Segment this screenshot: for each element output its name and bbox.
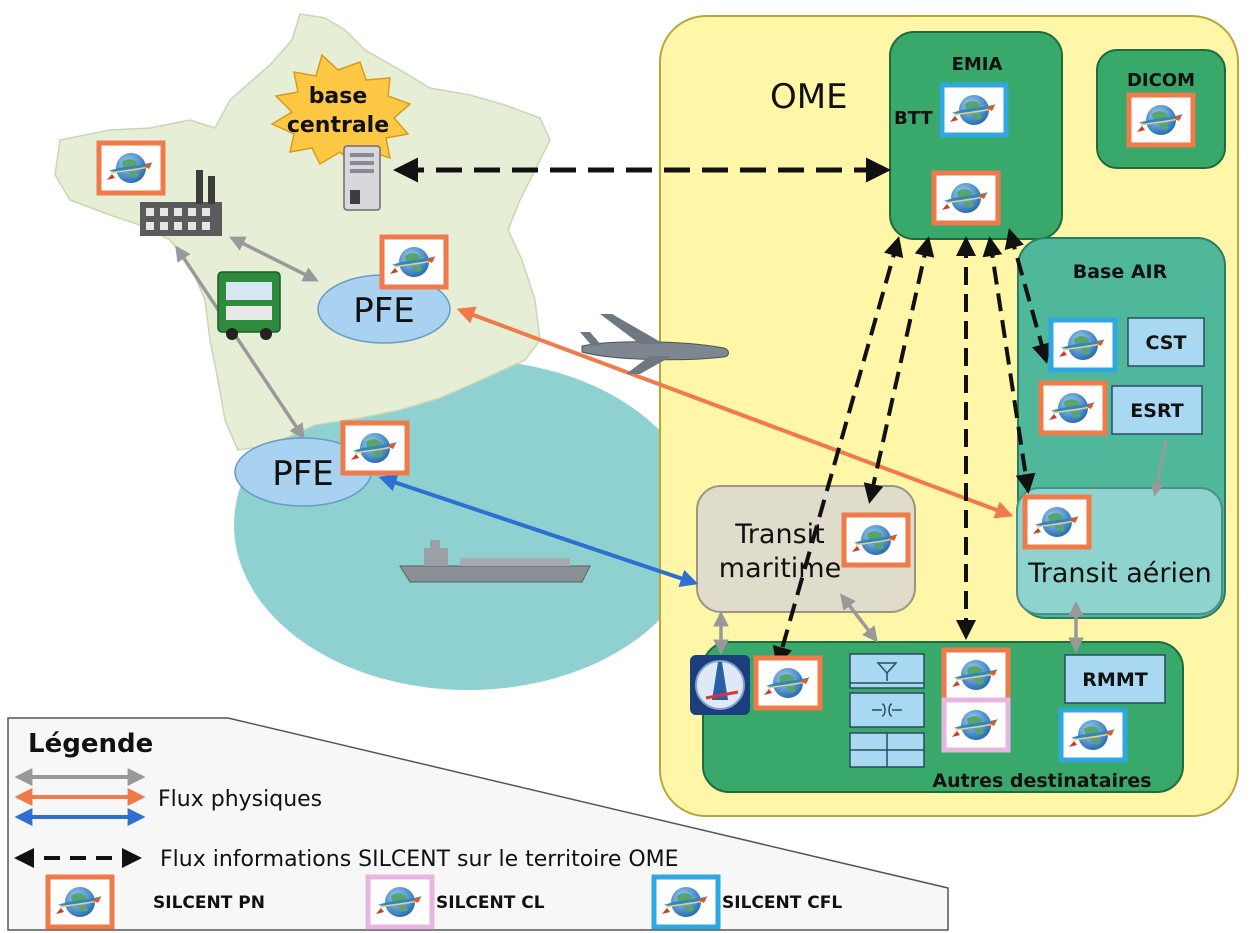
cst-box: [1127, 317, 1205, 367]
cst-label: CST: [1146, 332, 1187, 354]
legend-silcent-cfl: SILCENT CFL: [722, 893, 842, 913]
silcent-pn-icon: [753, 655, 823, 711]
silcent-pn-icon: [931, 170, 1001, 226]
base-centrale-label-2: centrale: [287, 113, 389, 138]
pfe-south-label: PFE: [272, 454, 334, 494]
info-flow-emia-maritime: [863, 236, 935, 504]
silcent-pn-icon: [1038, 380, 1108, 436]
connector-symbol-box: [849, 692, 925, 728]
silcent-pn-icon: [340, 420, 410, 476]
silcent-cfl-icon: [651, 874, 721, 930]
info-flow-emia-aerien: [982, 236, 1036, 494]
silcent-pn-icon: [1022, 494, 1092, 550]
silcent-cl-icon: [941, 697, 1011, 753]
emia-label: EMIA: [952, 54, 1003, 75]
rmmt-box: [1064, 654, 1166, 704]
legend-flux-informations: Flux informations SILCENT sur le territo…: [160, 847, 679, 872]
esrt-box: [1111, 385, 1203, 435]
flow-blue-pfe-transit-maritime: [378, 474, 699, 587]
info-flow-emia-compass: [772, 236, 904, 667]
legend-flux-physiques: Flux physiques: [158, 787, 322, 812]
legend-title: Légende: [28, 729, 153, 759]
silcent-cfl-icon: [939, 82, 1009, 138]
factory-icon: [140, 170, 222, 236]
silcent-pn-icon: [96, 140, 166, 196]
silcent-pn-icon: [841, 512, 911, 568]
silcent-cl-icon: [365, 874, 435, 930]
server-icon: [343, 145, 381, 211]
base-air-label: Base AIR: [1073, 261, 1168, 283]
autres-destinataires-label: Autres destinataires: [932, 770, 1151, 792]
silcent-pn-icon: [1126, 92, 1196, 148]
ome-label: OME: [770, 77, 848, 117]
france-map: [54, 13, 551, 451]
truck-icon: [217, 271, 281, 340]
transit-maritime-label-1: Transit: [734, 519, 824, 550]
silcent-pn-icon: [379, 234, 449, 290]
base-centrale-label-1: base: [309, 84, 368, 109]
flow-gray-factory-pfe-south: [175, 245, 305, 440]
ship-icon: [399, 540, 591, 583]
dicom-label: DICOM: [1127, 70, 1195, 91]
esrt-label: ESRT: [1130, 400, 1183, 422]
transit-maritime-label-2: maritime: [719, 553, 841, 584]
silcent-pn-icon: [45, 874, 115, 930]
grid-symbol-box: [849, 732, 925, 768]
silcent-cfl-icon: [1058, 707, 1128, 763]
transit-aerien-label: Transit aérien: [1027, 558, 1212, 589]
silcent-cfl-icon: [1048, 317, 1118, 373]
info-flow-emia-cfl: [1004, 228, 1052, 364]
rmmt-label: RMMT: [1082, 669, 1147, 691]
btt-label: BTT: [894, 108, 933, 129]
antenna-symbol-box: [849, 653, 925, 689]
flow-gray-esrt-aerien: [1150, 439, 1168, 497]
pfe-north-label: PFE: [353, 291, 415, 331]
navigation-icon: [690, 655, 750, 715]
airplane-icon: [580, 314, 729, 374]
legend-silcent-cl: SILCENT CL: [436, 893, 545, 913]
silcent-pn-icon: [941, 647, 1011, 703]
legend-silcent-pn: SILCENT PN: [153, 893, 265, 913]
